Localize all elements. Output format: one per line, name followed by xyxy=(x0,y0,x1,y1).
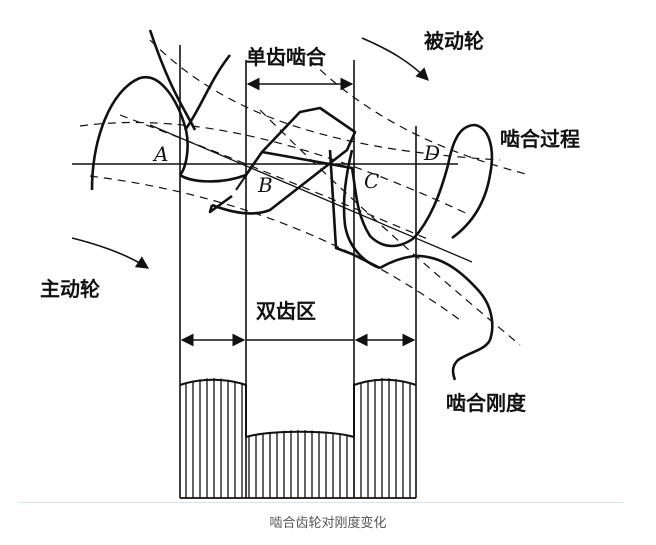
label-point-b: B xyxy=(257,173,273,197)
caption-divider xyxy=(18,502,623,503)
label-mesh-stiffness: 啮合刚度 xyxy=(446,391,527,415)
label-double-tooth-zone: 双齿区 xyxy=(256,299,316,323)
action-line xyxy=(149,124,473,263)
label-point-c: C xyxy=(364,169,379,193)
stiffness-plot xyxy=(179,378,417,499)
rotation-arrows xyxy=(71,37,429,269)
label-point-d: D xyxy=(423,141,440,165)
driven-gear-teeth xyxy=(261,123,494,381)
label-driving-gear: 主动轮 xyxy=(40,277,100,301)
driving-rotation-arrow xyxy=(71,237,150,269)
pitch-region-markers xyxy=(235,151,263,191)
stiffness-hatching xyxy=(185,378,411,498)
label-point-a: A xyxy=(152,142,168,166)
label-meshing-process: 啮合过程 xyxy=(500,127,580,151)
driven-rotation-arrow xyxy=(361,37,429,81)
driving-gear-teeth xyxy=(90,29,381,270)
stiffness-curve xyxy=(179,378,417,439)
label-single-tooth: 单齿啮合 xyxy=(246,45,327,69)
figure-caption: 啮合齿轮对刚度变化 xyxy=(269,516,387,531)
dashed-circles xyxy=(79,39,531,346)
label-driven-gear: 被动轮 xyxy=(424,29,484,53)
